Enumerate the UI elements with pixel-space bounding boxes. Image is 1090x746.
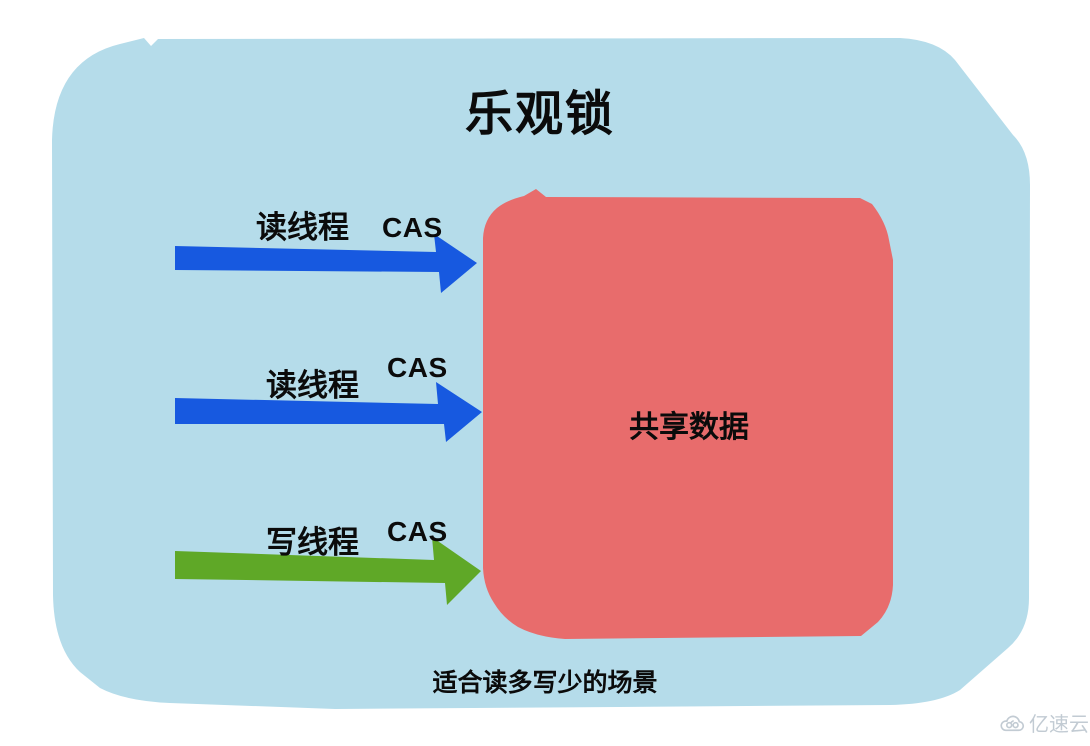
cas-label-1: CAS [382, 212, 443, 243]
read-thread-arrow-1 [175, 234, 477, 293]
caption-text: 适合读多写少的场景 [432, 669, 658, 697]
shared-data-label: 共享数据 [629, 411, 749, 444]
cloud-logo-icon [1000, 715, 1025, 731]
arrow-label-read-thread-1: 读线程 [256, 210, 349, 245]
shared-data-box [483, 189, 893, 639]
diagram-title: 乐观锁 [464, 88, 615, 141]
cas-label-2: CAS [387, 352, 448, 383]
watermark: 亿速云 [999, 708, 1089, 737]
write-thread-arrow [175, 537, 481, 605]
watermark-text: 亿速云 [1029, 714, 1089, 736]
arrow-label-write-thread: 写线程 [266, 525, 359, 560]
arrow-label-read-thread-2: 读线程 [266, 368, 359, 403]
read-thread-arrow-2 [175, 382, 482, 442]
cas-label-3: CAS [387, 516, 448, 547]
